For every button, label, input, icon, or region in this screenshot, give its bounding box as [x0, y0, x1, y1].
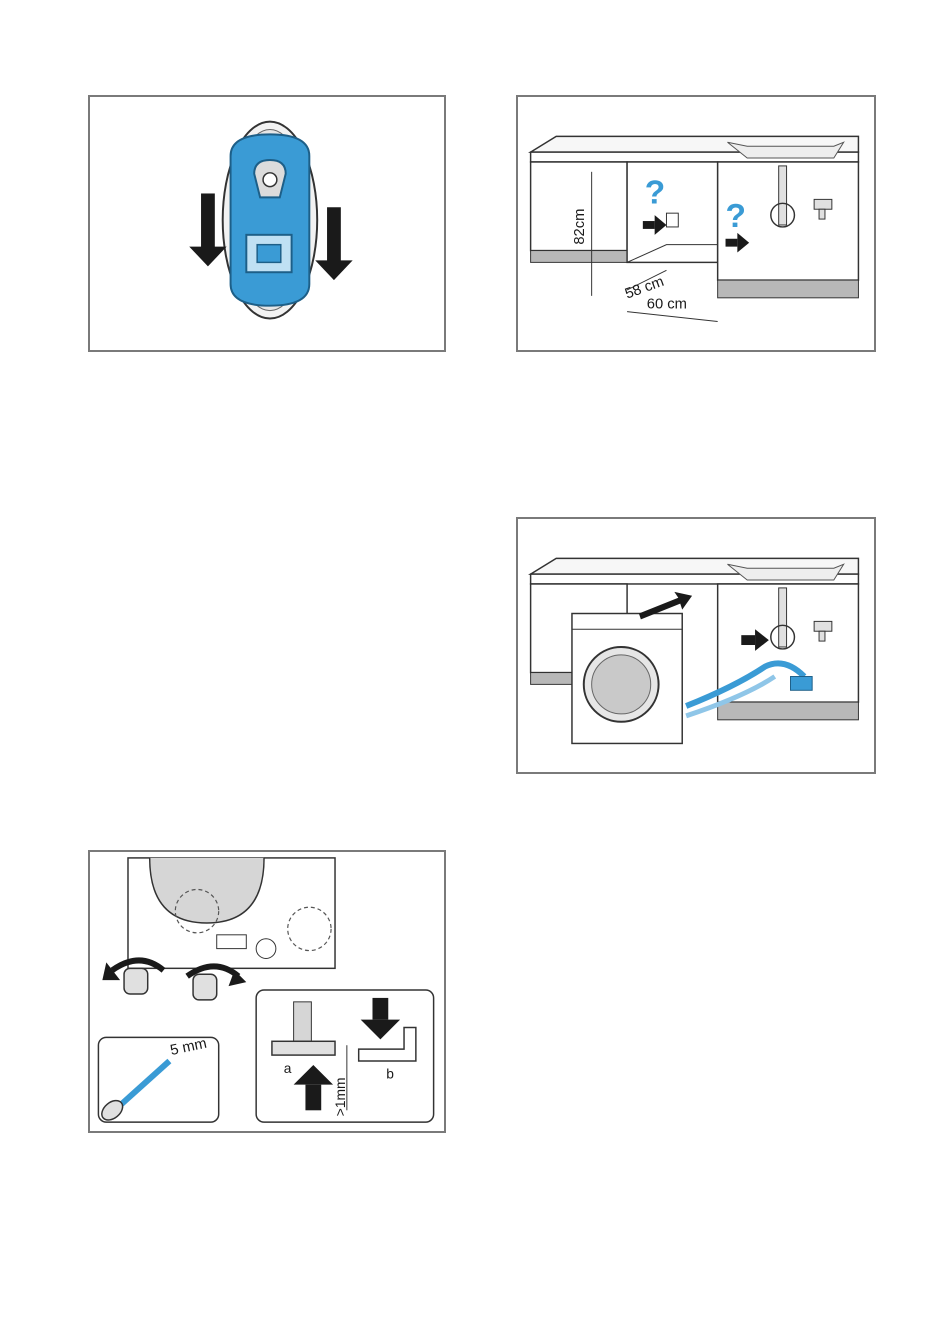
right-plinth — [718, 280, 859, 298]
gap-label: >1mm — [333, 1077, 348, 1116]
rotate-arrow-icon-2 — [187, 966, 246, 1000]
width-dimension-line — [627, 312, 718, 322]
niche — [627, 162, 718, 262]
figure-push-in — [516, 517, 876, 774]
question-mark-water: ? — [645, 174, 665, 211]
square-tool-inner — [257, 245, 281, 263]
left-plinth — [531, 251, 627, 263]
figure-cover-removal — [88, 95, 446, 352]
push-in-illustration — [518, 519, 874, 772]
height-label: 82cm — [572, 209, 588, 245]
niche-dimensions-illustration: 82cm 58 cm 60 cm ? ? — [518, 97, 874, 350]
foot-a — [272, 1041, 335, 1055]
siphon — [779, 166, 787, 225]
arrow-down-left-icon — [189, 193, 226, 266]
foot-adjust-illustration: 5 mm a b >1mm — [90, 852, 444, 1131]
siphon — [779, 588, 787, 647]
figure-niche-dimensions: 82cm 58 cm 60 cm ? ? — [516, 95, 876, 352]
threaded-rod — [294, 1002, 312, 1041]
cover-hole — [263, 173, 277, 187]
arrow-down-right-icon — [315, 207, 352, 280]
cover-removal-illustration — [90, 97, 444, 350]
question-mark-drain: ? — [726, 198, 746, 235]
part-a-label: a — [284, 1061, 292, 1076]
width-label: 60 cm — [647, 297, 687, 313]
part-b-label: b — [386, 1067, 394, 1082]
figure-foot-adjust: 5 mm a b >1mm — [88, 850, 446, 1133]
